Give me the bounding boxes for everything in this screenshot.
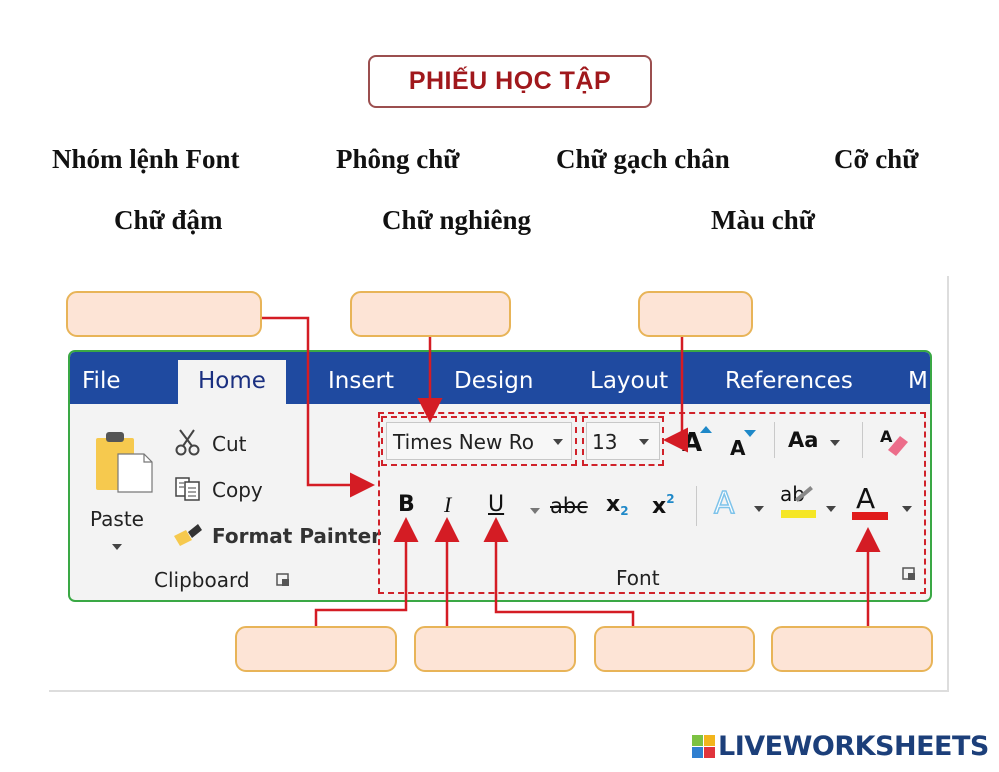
shrink-font-glyph: A [730, 436, 746, 460]
copy-button[interactable]: Copy [212, 478, 263, 502]
clipboard-paste-icon [96, 432, 153, 493]
bold-button[interactable]: B [398, 492, 415, 517]
word-bank-item[interactable]: Phông chữ [336, 144, 460, 174]
word-bank-item[interactable]: Nhóm lệnh Font [52, 144, 240, 174]
callout-line-bold [314, 517, 419, 626]
font-group-highlight [378, 412, 926, 594]
word-bank-item[interactable]: Chữ đậm [114, 205, 223, 235]
separator [862, 422, 863, 458]
word-bank-item[interactable]: Màu chữ [711, 205, 815, 235]
font-size-dropdown[interactable]: 13 [586, 422, 660, 460]
font-name-value: Times New Ro [393, 430, 534, 454]
separator [696, 486, 697, 526]
answer-box-underline[interactable] [594, 626, 755, 672]
chevron-down-icon [902, 506, 912, 512]
underline-dropdown-caret[interactable] [530, 508, 540, 514]
tab-references[interactable]: References [725, 368, 853, 394]
word-bank-item[interactable]: Chữ nghiêng [382, 205, 532, 235]
paste-button[interactable] [94, 430, 156, 496]
font-dialog-launcher-icon[interactable] [902, 566, 916, 580]
answer-box-bold[interactable] [235, 626, 397, 672]
chevron-down-icon [826, 506, 836, 512]
tab-design[interactable]: Design [454, 368, 534, 394]
font-group-label: Font [616, 566, 660, 590]
callout-line-underline [483, 517, 635, 626]
clipboard-group-label: Clipboard [154, 568, 250, 592]
font-name-highlight [381, 416, 577, 466]
eraser-icon: A [880, 427, 908, 456]
callout-line-font-size [663, 336, 688, 453]
font-size-value: 13 [592, 430, 618, 454]
subscript-glyph: x [606, 492, 621, 517]
worksheet-title: PHIẾU HỌC TẬP [408, 67, 612, 95]
change-case-glyph: Aa [788, 428, 819, 452]
tab-file[interactable]: File [82, 368, 121, 394]
superscript-button[interactable]: x2 [652, 492, 675, 519]
paste-label[interactable]: Paste [90, 507, 144, 531]
text-effects-button[interactable]: A [713, 485, 770, 526]
separator [774, 422, 775, 458]
highlight-color-swatch [781, 510, 816, 518]
font-color-button[interactable]: A [850, 482, 920, 528]
word-bank-item[interactable]: Chữ gạch chân [556, 144, 730, 174]
liveworksheets-logo-icon [692, 735, 716, 759]
clear-formatting-button[interactable]: A [878, 424, 912, 458]
up-triangle-icon [700, 426, 712, 433]
answer-box-font-size[interactable] [638, 291, 753, 337]
highlight-color-button[interactable]: ab [780, 482, 846, 528]
word-bank-item[interactable]: Cỡ chữ [834, 144, 919, 174]
answer-box-italic[interactable] [414, 626, 576, 672]
strikethrough-button[interactable]: abc [550, 494, 588, 518]
chevron-down-icon [553, 439, 563, 445]
clipboard-dialog-launcher-icon[interactable] [276, 572, 290, 586]
answer-box-font-color[interactable] [771, 626, 933, 672]
subscript-mark: 2 [620, 504, 629, 518]
liveworksheets-brand: LIVEWORKSHEETS [718, 731, 989, 762]
font-color-glyph: A [856, 482, 876, 515]
answer-box-font-group[interactable] [66, 291, 262, 337]
font-name-dropdown[interactable]: Times New Ro [386, 422, 572, 460]
subscript-button[interactable]: x2 [606, 492, 629, 518]
callout-line-font-group [262, 316, 375, 498]
font-color-swatch [852, 512, 888, 520]
scissors-icon [174, 428, 202, 456]
format-painter-button[interactable]: Format Painter [212, 524, 382, 548]
chevron-down-icon [754, 506, 764, 512]
diagram-frame [49, 276, 949, 692]
chevron-down-icon [639, 439, 649, 445]
svg-text:A: A [880, 427, 893, 446]
word-ribbon: File Home Insert Design Layout Reference… [68, 350, 932, 602]
down-triangle-icon [744, 430, 756, 437]
shrink-font-button[interactable]: A [730, 430, 760, 460]
tab-home[interactable]: Home [178, 360, 286, 406]
tab-mailings[interactable]: M [908, 368, 928, 394]
answer-box-font-name[interactable] [350, 291, 511, 337]
copy-icon [174, 476, 202, 502]
format-painter-icon [172, 522, 204, 548]
italic-button[interactable]: I [444, 492, 452, 517]
underline-button[interactable]: U [488, 492, 505, 517]
tab-insert[interactable]: Insert [328, 368, 394, 394]
chevron-down-icon [830, 440, 840, 446]
cut-button[interactable]: Cut [212, 432, 247, 456]
worksheet-title-box: PHIẾU HỌC TẬP [368, 55, 652, 108]
text-effects-glyph: A [713, 485, 735, 522]
tab-layout[interactable]: Layout [590, 368, 669, 394]
superscript-glyph: x [652, 494, 667, 519]
paste-dropdown-caret[interactable] [112, 544, 122, 550]
change-case-button[interactable]: Aa [788, 426, 848, 456]
superscript-mark: 2 [666, 492, 675, 506]
